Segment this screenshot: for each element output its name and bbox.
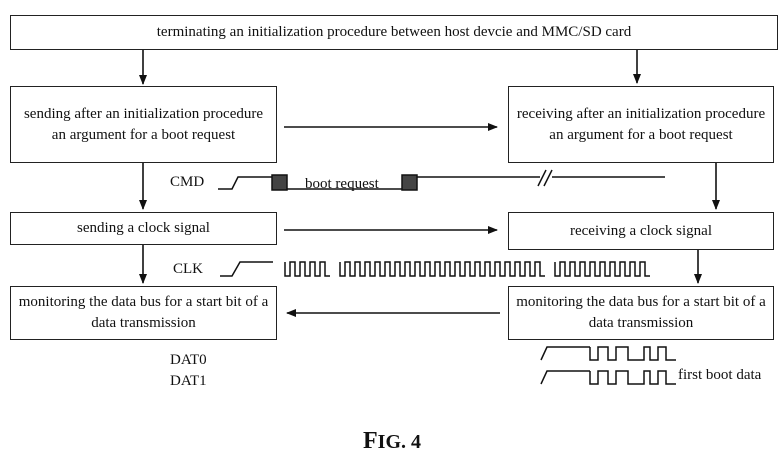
card-recv-arg-box: receiving after an initialization proced… — [508, 86, 774, 163]
host-send-arg-text: sending after an initialization procedur… — [23, 105, 264, 143]
clk-waveform — [220, 261, 650, 277]
dat-waveforms — [540, 346, 676, 385]
host-send-clk-box: sending a clock signal — [10, 212, 277, 245]
host-monitor-text: monitoring the data bus for a start bit … — [18, 294, 269, 331]
clk-label: CLK — [173, 261, 203, 277]
figure-caption-rest: IG. 4 — [377, 431, 421, 453]
figure-caption: FIG. 4 — [0, 428, 784, 455]
host-send-arg-box: sending after an initialization procedur… — [10, 86, 277, 163]
cmd-label: CMD — [170, 174, 205, 190]
terminate-init-text: terminating an initialization procedure … — [156, 24, 632, 40]
first-boot-data-label: first boot data — [678, 367, 762, 383]
card-monitor-text: monitoring the data bus for a start bit … — [516, 294, 766, 331]
dat1-label: DAT1 — [170, 373, 207, 389]
figure-caption-initial: F — [362, 428, 378, 454]
host-monitor-box: monitoring the data bus for a start bit … — [10, 286, 277, 340]
host-send-clk-text: sending a clock signal — [77, 220, 210, 236]
card-monitor-box: monitoring the data bus for a start bit … — [508, 286, 774, 340]
card-recv-arg-text: receiving after an initialization proced… — [516, 105, 766, 143]
cmd-waveform — [218, 169, 665, 191]
dat0-label: DAT0 — [170, 352, 207, 368]
terminate-init-box: terminating an initialization procedure … — [10, 15, 778, 50]
card-recv-clk-box: receiving a clock signal — [508, 212, 774, 250]
card-recv-clk-text: receiving a clock signal — [569, 222, 713, 239]
boot-request-label: boot request — [305, 176, 379, 192]
